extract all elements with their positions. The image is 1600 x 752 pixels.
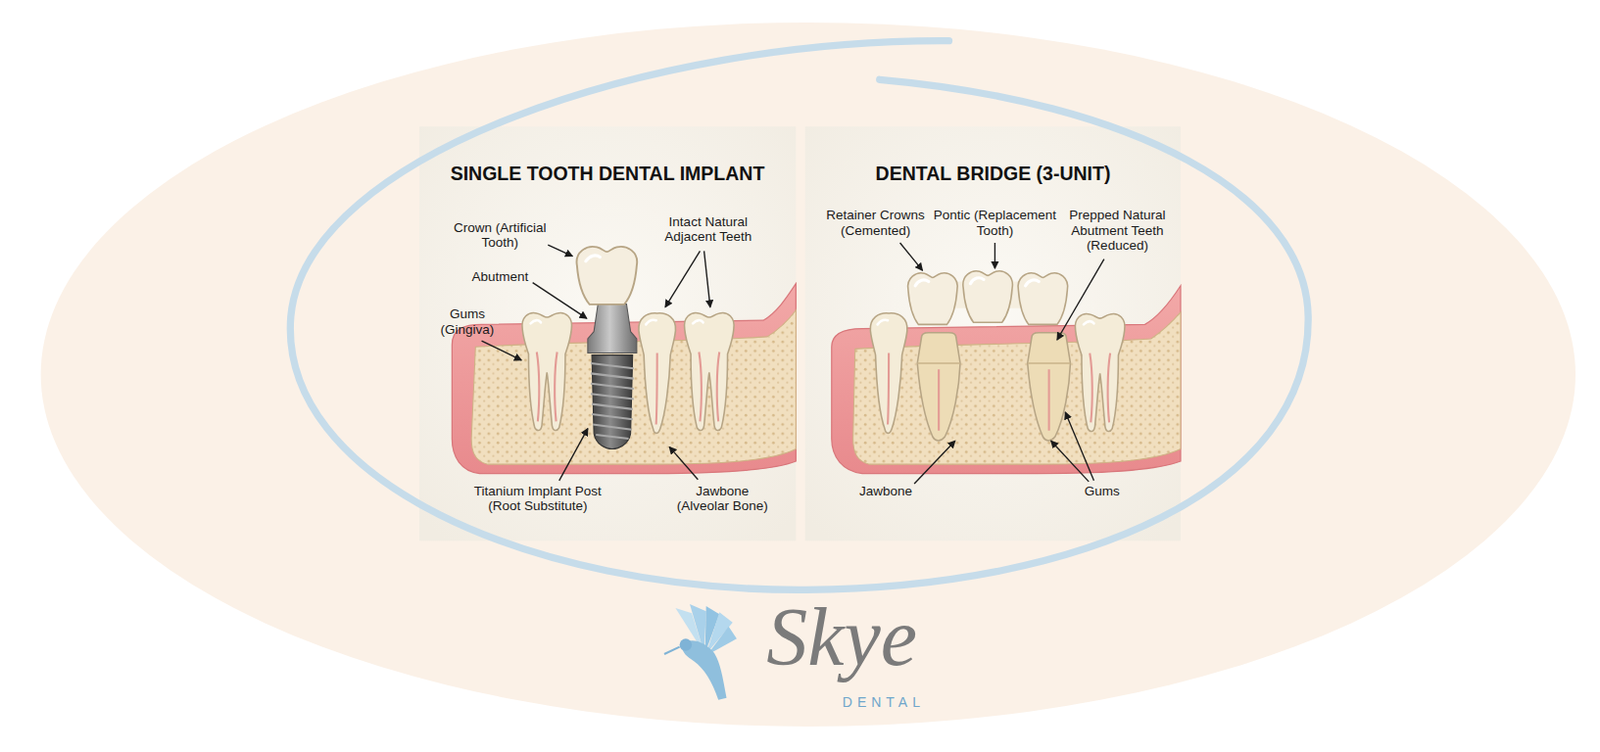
hummingbird-logo	[664, 604, 737, 701]
gum-tissue	[451, 284, 796, 475]
leader-line	[994, 242, 996, 269]
leader-line	[669, 446, 698, 480]
panel-title: SINGLE TOOTH DENTAL IMPLANT	[411, 162, 804, 186]
jaw-bone	[471, 310, 796, 465]
natural-tooth	[870, 313, 908, 435]
leader-line	[1057, 259, 1105, 340]
leader-line	[900, 242, 923, 271]
implant-crown	[577, 246, 638, 305]
logo-wordmark: Skye	[766, 596, 918, 679]
leader-line	[547, 244, 573, 256]
brush-swirl	[290, 41, 1309, 591]
leader-line	[914, 440, 956, 485]
natural-tooth	[683, 313, 734, 432]
bird-head	[679, 638, 692, 652]
leader-line	[1051, 440, 1090, 483]
implant-illustration	[451, 246, 796, 475]
callout-label: Crown (Artificial Tooth)	[450, 220, 549, 251]
callout-label: Titanium Implant Post (Root Substitute)	[469, 484, 607, 515]
leader-line	[482, 340, 523, 361]
panel-ground	[805, 126, 1181, 541]
leader-line	[704, 250, 711, 307]
implant-threads	[590, 363, 634, 439]
callout-label: Jawbone	[859, 484, 913, 500]
crown-highlight	[915, 278, 1039, 287]
panel-ground	[419, 126, 796, 541]
bird-beak	[664, 647, 680, 655]
callout-label: Prepped Natural Abutment Teeth (Reduced)	[1066, 207, 1168, 254]
prepped-tooth	[1027, 333, 1071, 441]
panel-node: DENTAL BRIDGE (3-UNIT)	[797, 126, 1189, 541]
callout-label: Pontic (Replacement Tooth)	[930, 207, 1059, 239]
panel-title: DENTAL BRIDGE (3-UNIT)	[797, 162, 1189, 186]
callout-label: Intact Natural Adjacent Teeth	[659, 214, 758, 245]
bridge-illustration	[831, 271, 1181, 475]
crown-highlight	[585, 255, 601, 262]
callout-label: Abutment	[471, 269, 529, 286]
logo-subtitle: DENTAL	[842, 695, 925, 710]
natural-tooth	[1074, 314, 1125, 433]
jaw-bone	[853, 312, 1181, 465]
background-ellipse	[41, 22, 1576, 728]
leader-line	[559, 429, 588, 482]
pontic-crown	[963, 271, 1014, 323]
natural-tooth	[522, 313, 573, 432]
leader-lines	[482, 242, 1105, 485]
callout-label: Jawbone (Alveolar Bone)	[672, 484, 773, 515]
prepped-tooth	[917, 333, 961, 441]
leader-line	[665, 250, 700, 307]
callout-label: Retainer Crowns (Cemented)	[823, 207, 929, 239]
leader-line	[1065, 412, 1094, 482]
callout-label: Gums	[1084, 484, 1120, 500]
abutment-part	[587, 304, 637, 354]
natural-tooth	[638, 313, 677, 435]
callout-label: Gums (Gingiva)	[435, 306, 500, 338]
retainer-crown	[908, 273, 959, 325]
retainer-crown	[1018, 273, 1068, 325]
leader-line	[533, 283, 587, 319]
